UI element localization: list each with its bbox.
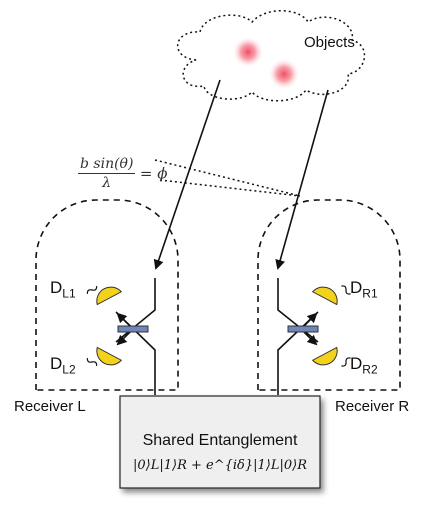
detector-l2-label: DL2 [50, 354, 76, 377]
object-glow-1 [232, 36, 264, 68]
receiver-left-label: Receiver L [14, 398, 86, 415]
entanglement-box [119, 395, 321, 489]
detector-l1-label: DL1 [50, 278, 76, 301]
object-glow-2 [268, 58, 300, 90]
entanglement-title: Shared Entanglement [142, 432, 298, 449]
equation-rhs: = ϕ [139, 164, 168, 183]
detector-r1-label: DR1 [350, 278, 378, 301]
phase-equation: b sin(θ) λ = ϕ [78, 156, 167, 191]
receiver-right-label: Receiver R [335, 398, 410, 415]
ray-left [153, 79, 221, 270]
objects-label: Objects [304, 34, 355, 51]
entanglement-state: |0⟩L|1⟩R + e^{iδ}|1⟩L|0⟩R [132, 458, 307, 473]
detector-r1-icon [311, 285, 351, 306]
detector-l1-icon [86, 286, 123, 306]
detector-l2-icon [86, 346, 123, 366]
receiver-right-enclosure [257, 199, 401, 391]
receiver-left-optics [115, 278, 156, 395]
objects-cloud [177, 10, 366, 102]
detector-r2-label: DR2 [350, 354, 378, 377]
path-diff-line-lower [159, 179, 301, 197]
receiver-right-optics [277, 278, 319, 395]
equation-numerator: b sin(θ) [80, 156, 134, 172]
detector-r2-icon [311, 346, 351, 367]
beamsplitter-left [117, 325, 149, 333]
ray-right [275, 89, 329, 270]
beamsplitter-right [287, 325, 319, 333]
equation-denominator: λ [102, 175, 112, 191]
receiver-left-enclosure [35, 199, 179, 391]
path-diff-line-upper [154, 159, 301, 197]
